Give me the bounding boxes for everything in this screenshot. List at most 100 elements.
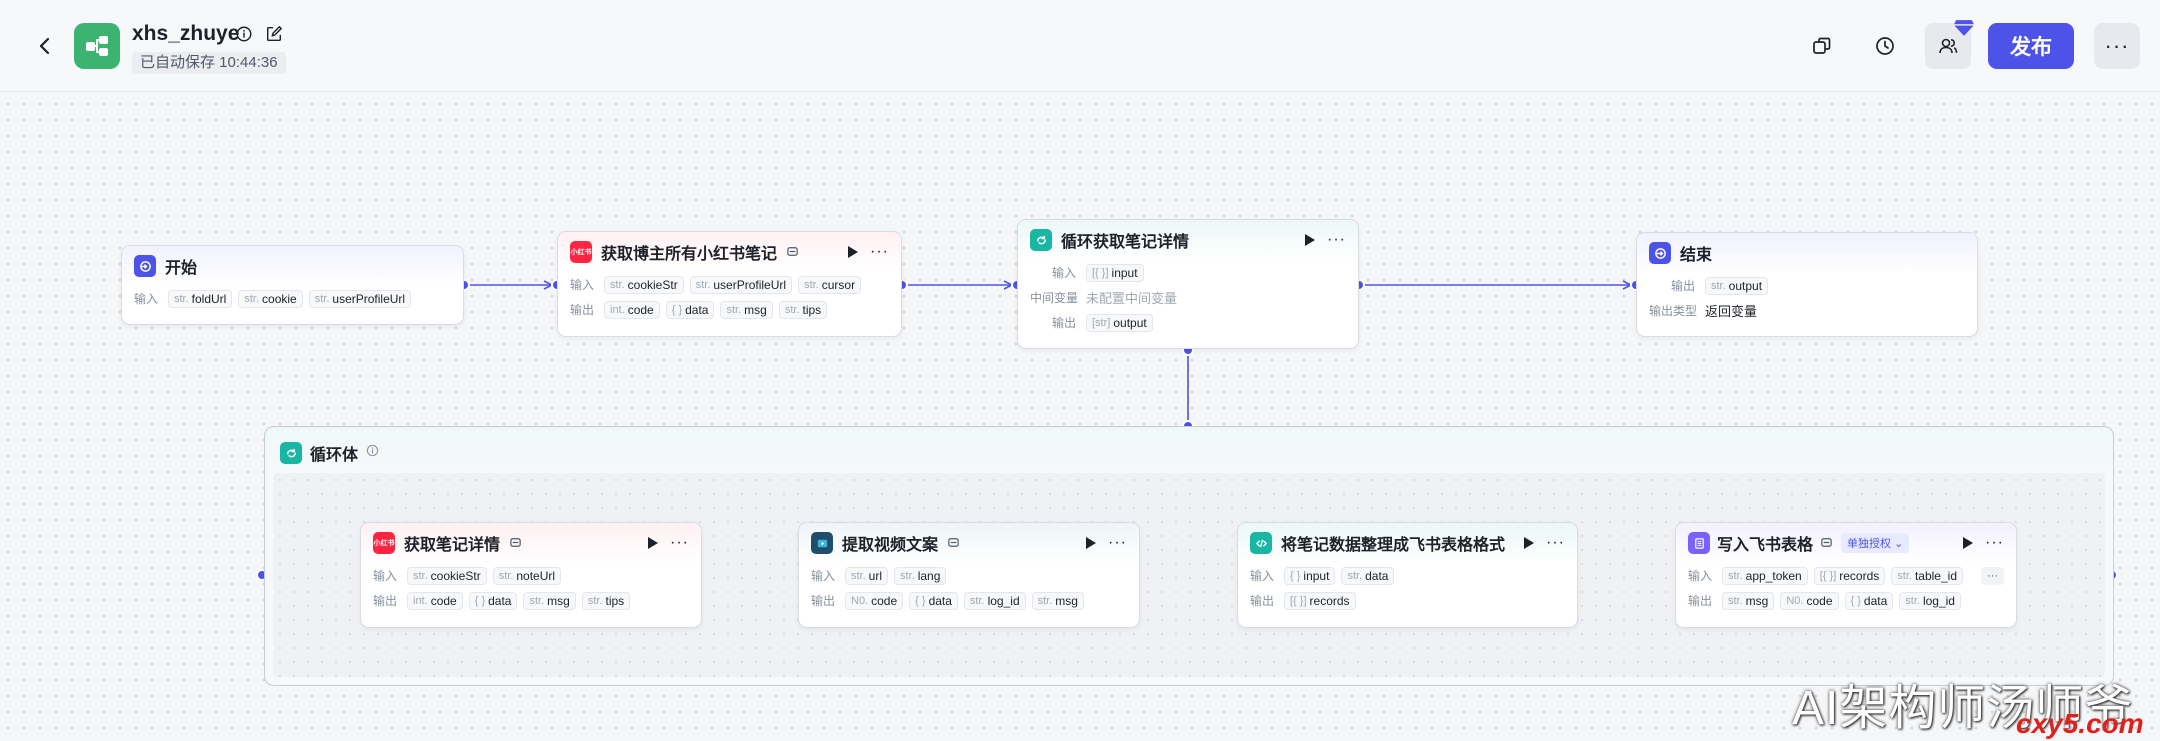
autosave-status: 已自动保存 10:44:36 xyxy=(132,52,286,74)
param-tag: str.app_token xyxy=(1722,566,1808,585)
start-node[interactable]: 开始 输入 str.foldUrl str.cookie str.userPro… xyxy=(121,245,464,325)
plugin-icon xyxy=(509,536,523,550)
param-tag: str.cookie xyxy=(238,289,303,308)
node-title: 提取视频文案 xyxy=(842,537,939,554)
param-tag: N0.code xyxy=(845,591,904,610)
input-label: 输入 xyxy=(811,569,836,583)
start-icon xyxy=(134,255,156,277)
loop-node[interactable]: 循环获取笔记详情 ··· 输入 [{ }]input 中间变量 未配置中间变量 … xyxy=(1017,219,1359,349)
param-tag: str.msg xyxy=(1031,591,1084,610)
param-tag: str.url xyxy=(845,566,889,585)
param-tag: [{ }]records xyxy=(1284,591,1356,610)
workflow-icon xyxy=(86,36,108,56)
loop-icon xyxy=(280,442,302,464)
more-menu-button[interactable]: ··· xyxy=(2094,23,2140,69)
run-button[interactable] xyxy=(648,537,659,549)
plugin-icon xyxy=(947,536,961,550)
param-tag: { }data xyxy=(665,300,715,319)
sheet-icon xyxy=(1688,532,1710,554)
param-tag: str.cursor xyxy=(798,275,862,294)
history-button[interactable] xyxy=(1867,28,1903,64)
node-title: 循环获取笔记详情 xyxy=(1061,234,1190,251)
node-more-button[interactable]: ··· xyxy=(1108,534,1127,551)
get-all-notes-node[interactable]: 小红书 获取博主所有小红书笔记 ··· 输入 str.cookieStr str… xyxy=(557,231,902,337)
param-tag: [{ }]records xyxy=(1813,566,1886,585)
workflow-app-logo xyxy=(74,23,120,69)
format-data-node[interactable]: 将笔记数据整理成飞书表格格式 ··· 输入 { }input str.data … xyxy=(1237,522,1578,628)
auth-dropdown[interactable]: 单独授权 ⌄ xyxy=(1841,533,1910,553)
param-tag: [{ }]input xyxy=(1086,263,1144,282)
run-button[interactable] xyxy=(1524,537,1535,549)
node-more-button[interactable]: ··· xyxy=(670,534,689,551)
xiaohongshu-icon: 小红书 xyxy=(570,241,592,263)
end-node[interactable]: 结束 输出 str.output 输出类型 返回变量 xyxy=(1636,232,1978,337)
param-tag: [str]output xyxy=(1086,313,1153,332)
param-tag: str.lang xyxy=(894,566,947,585)
output-label: 输出 xyxy=(570,303,595,317)
node-title: 获取博主所有小红书笔记 xyxy=(601,246,778,263)
node-title: 写入飞书表格 xyxy=(1717,537,1814,554)
loop-body-title: 循环体 xyxy=(310,447,359,464)
node-title: 获取笔记详情 xyxy=(404,537,501,554)
run-button[interactable] xyxy=(1305,234,1316,246)
output-label: 输出 xyxy=(373,594,398,608)
users-icon xyxy=(1939,38,1958,54)
collaborators-button[interactable] xyxy=(1925,20,1975,69)
param-tag: str.noteUrl xyxy=(492,566,562,585)
input-label: 输入 xyxy=(134,292,159,306)
param-tag: str.msg xyxy=(1722,591,1775,610)
info-icon[interactable] xyxy=(234,24,254,44)
param-tag: str.foldUrl xyxy=(168,289,233,308)
output-type-label: 输出类型 xyxy=(1649,304,1698,318)
param-tag: str.data xyxy=(1341,566,1395,585)
node-title: 结束 xyxy=(1680,247,1713,264)
node-more-button[interactable]: ··· xyxy=(1985,534,2004,551)
get-note-detail-node[interactable]: 小红书 获取笔记详情 ··· 输入 str.cookieStr str.note… xyxy=(360,522,702,628)
output-label: 输出 xyxy=(811,594,836,608)
param-tag: str.userProfileUrl xyxy=(308,289,412,308)
intermediate-value: 未配置中间变量 xyxy=(1086,291,1178,306)
more-params-tag[interactable]: ··· xyxy=(1981,566,2004,585)
output-label: 输出 xyxy=(1250,594,1275,608)
extract-video-text-node[interactable]: 提取视频文案 ··· 输入 str.url str.lang 输出 N0.cod… xyxy=(798,522,1140,628)
copy-icon xyxy=(1813,37,1831,54)
info-icon[interactable] xyxy=(366,444,379,462)
input-label: 输入 xyxy=(373,569,398,583)
param-tag: str.tips xyxy=(581,591,631,610)
node-title: 将笔记数据整理成飞书表格格式 xyxy=(1281,537,1506,554)
param-tag: str.output xyxy=(1705,276,1769,295)
param-tag: str.userProfileUrl xyxy=(689,275,793,294)
plugin-icon xyxy=(1820,536,1834,550)
param-tag: { }data xyxy=(1844,591,1894,610)
edit-icon[interactable] xyxy=(264,24,284,44)
param-tag: str.msg xyxy=(523,591,576,610)
node-title: 开始 xyxy=(165,260,198,277)
node-more-button[interactable]: ··· xyxy=(1546,534,1565,551)
param-tag: int.code xyxy=(407,591,463,610)
input-label: 输入 xyxy=(1052,266,1077,280)
param-tag: { }data xyxy=(909,591,958,610)
diamond-badge-icon xyxy=(1953,20,1975,36)
publish-button[interactable]: 发布 xyxy=(1988,23,2074,69)
run-button[interactable] xyxy=(1086,537,1097,549)
chevron-left-icon xyxy=(39,37,50,55)
top-bar: xhs_zhuye 已自动保存 10:44:36 发布 ··· xyxy=(0,0,2160,92)
param-tag: str.cookieStr xyxy=(604,275,684,294)
node-more-button[interactable]: ··· xyxy=(870,243,889,260)
copy-button[interactable] xyxy=(1804,28,1840,64)
write-feishu-sheet-node[interactable]: 写入飞书表格 单独授权 ⌄ ··· 输入 str.app_token [{ }]… xyxy=(1675,522,2017,628)
node-more-button[interactable]: ··· xyxy=(1327,231,1346,248)
param-tag: str.cookieStr xyxy=(407,566,487,585)
back-button[interactable] xyxy=(34,34,56,58)
param-tag: str.msg xyxy=(720,300,773,319)
xiaohongshu-icon: 小红书 xyxy=(373,532,395,554)
workflow-title: xhs_zhuye xyxy=(132,22,240,45)
run-button[interactable] xyxy=(1963,537,1974,549)
run-button[interactable] xyxy=(848,246,859,258)
output-label: 输出 xyxy=(1052,316,1077,330)
input-label: 输入 xyxy=(1688,569,1713,583)
video-plugin-icon xyxy=(811,532,833,554)
output-label: 输出 xyxy=(1688,594,1713,608)
param-tag: { }data xyxy=(468,591,518,610)
param-tag: str.log_id xyxy=(963,591,1026,610)
